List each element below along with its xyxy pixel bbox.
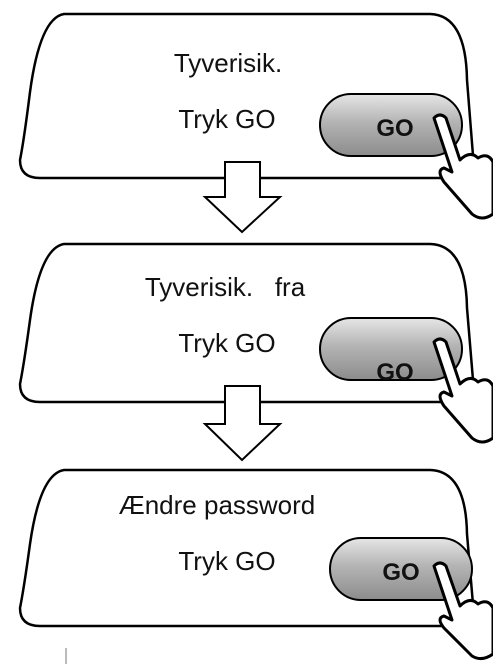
pointing-hand-icon xyxy=(432,337,493,444)
step-3-title: Ændre password xyxy=(119,490,316,520)
go-button-1-label: GO xyxy=(376,115,413,142)
go-button-3[interactable]: GO xyxy=(329,537,473,601)
go-button-1[interactable]: GO xyxy=(319,93,463,157)
go-button-2[interactable]: GO xyxy=(319,317,463,386)
step-1-title: Tyverisik. xyxy=(174,48,282,78)
step-3: Ændre password Tryk GO GO xyxy=(18,468,493,661)
step-1: Tyverisik. Tryk GO GO xyxy=(18,12,493,220)
pointing-hand-icon xyxy=(432,113,493,220)
down-arrow-icon xyxy=(202,161,283,234)
step-2-instruction: Tryk GO xyxy=(178,328,275,358)
down-arrow-icon xyxy=(202,385,283,462)
step-2-title: Tyverisik. fra xyxy=(145,272,306,302)
step-3-instruction: Tryk GO xyxy=(178,546,275,576)
go-button-3-label: GO xyxy=(382,559,419,586)
step-1-instruction: Tryk GO xyxy=(178,104,275,134)
pointing-hand-icon xyxy=(432,561,493,661)
go-button-2-label: GO xyxy=(376,359,413,386)
step-2: Tyverisik. fra Tryk GO GO xyxy=(18,242,493,444)
